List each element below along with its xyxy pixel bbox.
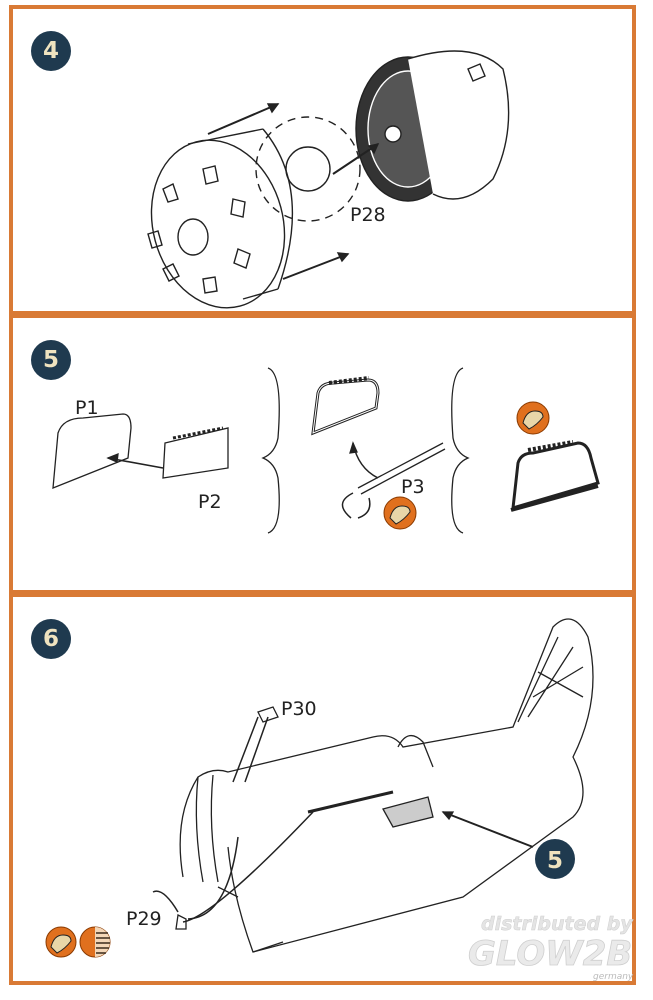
glue-icon xyxy=(516,401,550,435)
canopy-assembly-drawing: P1 P2 P3 xyxy=(52,367,600,534)
fuselage-assembly-drawing: P30 P29 5 distributed by GLOW2B germany xyxy=(45,618,635,982)
part-label-p2: P2 xyxy=(198,491,222,513)
watermark: distributed by GLOW2B germany xyxy=(468,913,635,982)
part-label-p1: P1 xyxy=(75,397,99,419)
glue-icon xyxy=(383,496,417,530)
svg-text:GLOW2B: GLOW2B xyxy=(468,934,632,974)
engine-assembly-drawing: P28 xyxy=(147,50,510,309)
part-label-p29: P29 xyxy=(126,908,162,930)
step-4-panel: 4 P28 xyxy=(9,5,636,315)
step-reference-badge: 5 xyxy=(535,839,575,879)
glue-icon xyxy=(45,926,77,958)
step-6-panel: 6 P30 P29 5 xyxy=(9,593,636,985)
svg-text:distributed by: distributed by xyxy=(481,913,634,935)
svg-text:germany: germany xyxy=(593,972,634,982)
paint-icon xyxy=(79,926,111,958)
part-label-p30: P30 xyxy=(281,698,317,720)
svg-text:5: 5 xyxy=(547,848,563,874)
step-number-badge: 6 xyxy=(31,619,71,659)
step-number-badge: 5 xyxy=(31,340,71,380)
step-number-badge: 4 xyxy=(31,31,71,71)
part-label-p3: P3 xyxy=(401,476,425,498)
part-label-p28: P28 xyxy=(350,204,386,226)
step-5-panel: 5 P1 P2 P3 xyxy=(9,314,636,594)
